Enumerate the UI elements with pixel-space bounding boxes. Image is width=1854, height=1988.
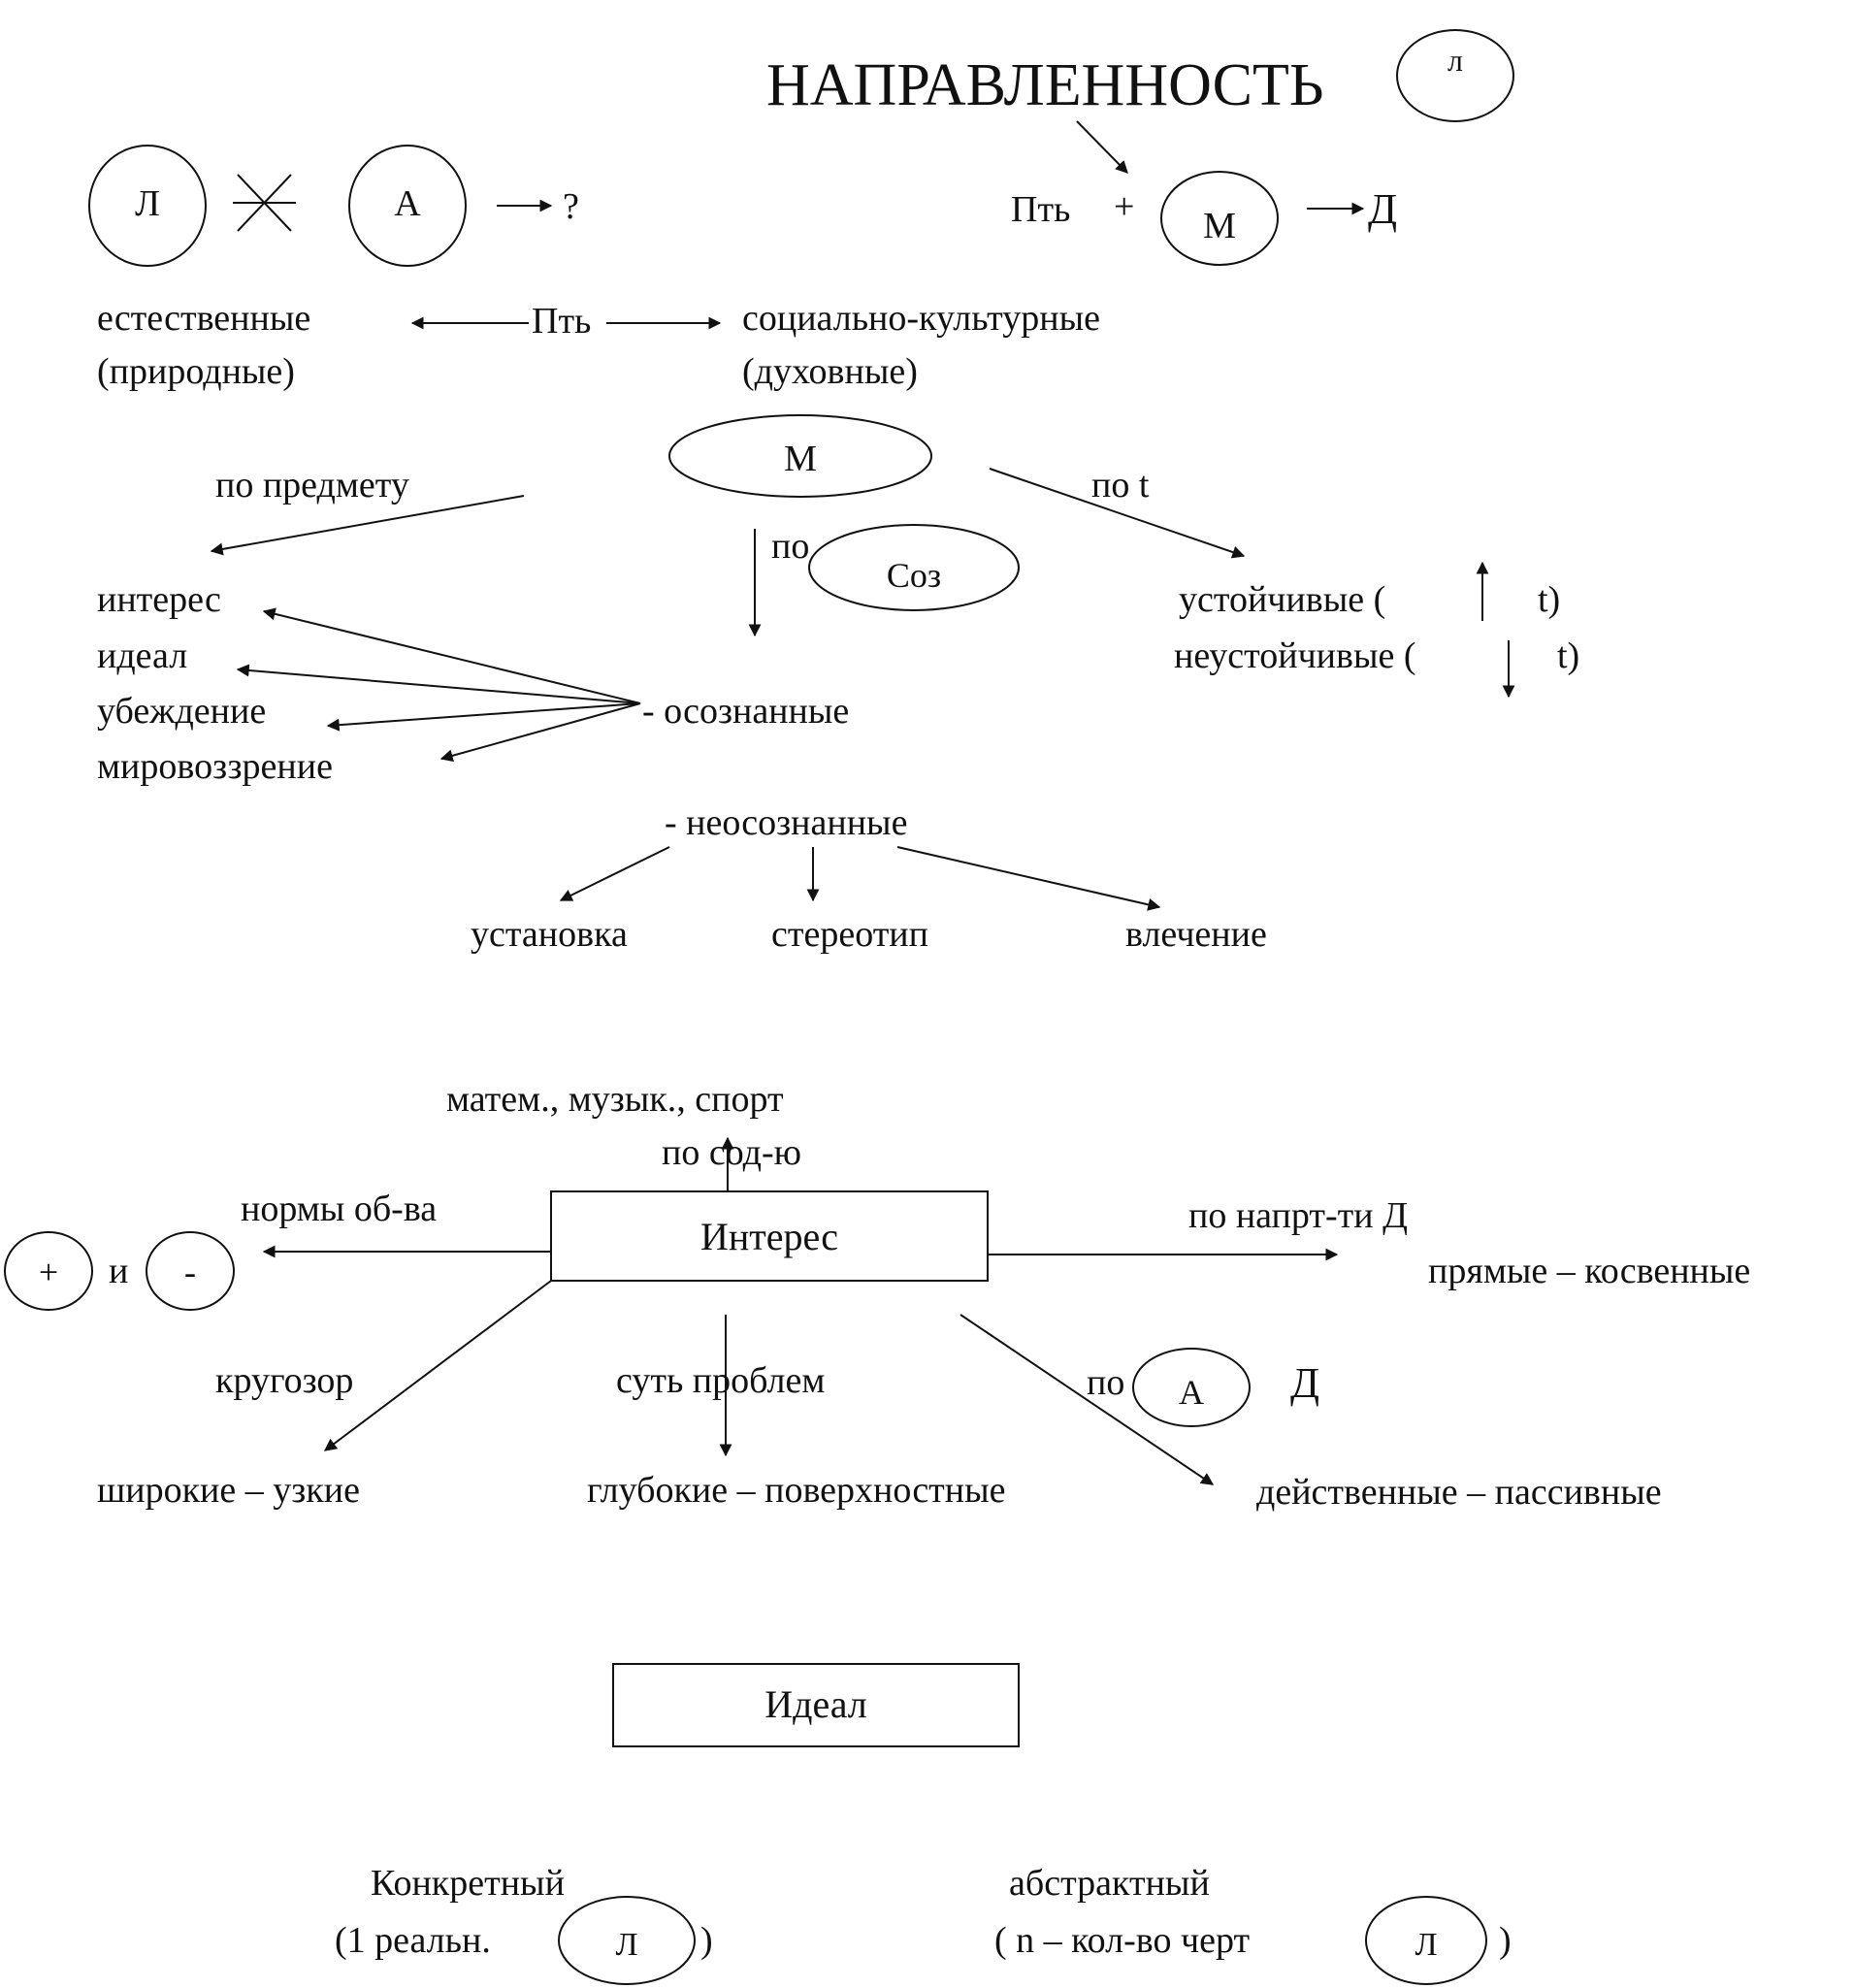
interest-box-label: Интерес (700, 1215, 838, 1258)
by-content-label: по сод-ю (662, 1132, 801, 1173)
by-time-label: по t (1091, 465, 1150, 505)
conscious-arrow-belief (326, 702, 641, 732)
and-label: и (109, 1251, 128, 1291)
norms-label: нормы об-ва (241, 1189, 437, 1229)
unconscious-arrow-attitude (559, 846, 670, 901)
needs-social-line2: (духовные) (742, 351, 918, 392)
needs-natural-line1: естественные (97, 298, 310, 339)
unconscious-arrow-drive (896, 846, 1161, 911)
conscious-arrow-interest (262, 607, 641, 704)
unconscious-label: - неосознанные (665, 802, 907, 843)
direct-indirect-label: прямые – косвенные (1428, 1251, 1750, 1291)
activity-circle-small (1132, 1348, 1251, 1427)
deep-shallow-label: глубокие – поверхностные (587, 1470, 1006, 1511)
concrete-note: (1 реальн. (335, 1920, 491, 1961)
problems-label: суть проблем (616, 1360, 825, 1401)
content-examples: матем., музык., спорт (446, 1079, 784, 1120)
conscious-item-interest: интерес (97, 579, 221, 620)
unstable-t: t) (1557, 636, 1579, 676)
stable-t: t) (1538, 579, 1560, 620)
needs-social-line1: социально-культурные (742, 298, 1100, 339)
awareness-label: Соз (887, 556, 941, 595)
positive-label: + (39, 1253, 58, 1291)
conscious-arrow-ideal (236, 664, 641, 704)
concrete-label: Конкретный (371, 1863, 565, 1904)
abstract-personality-label: Л (1415, 1927, 1437, 1963)
by-subject-label: по предмету (215, 465, 409, 505)
direction-label: по напрт-ти Д (1188, 1195, 1408, 1236)
unstable-label: неустойчивые ( (1174, 636, 1416, 676)
activity-label: А (394, 183, 421, 224)
formula-plus: + (1114, 186, 1134, 227)
formula-activity: Д (1368, 185, 1397, 233)
conscious-arrow-worldview (439, 702, 641, 763)
personality-circle (88, 145, 207, 267)
by-activity-label: по (1087, 1362, 1124, 1403)
by-time-arrow (989, 468, 1246, 559)
conscious-item-worldview: мировоззрение (97, 746, 333, 787)
ideal-box (612, 1663, 1020, 1747)
negative-circle (146, 1231, 235, 1311)
positive-circle (4, 1231, 93, 1311)
by-subject-arrow (210, 495, 525, 556)
formula-need: Пть (1011, 189, 1070, 230)
needs-center: Пть (532, 301, 591, 342)
concrete-personality-circle (558, 1896, 696, 1985)
title-arrow (1076, 120, 1128, 174)
conscious-label: - осознанные (642, 691, 849, 732)
abstract-close: ) (1499, 1920, 1512, 1961)
title-circle (1396, 29, 1514, 122)
awareness-ellipse (808, 524, 1020, 611)
cross-symbol (233, 174, 296, 232)
horizon-label: кругозор (215, 1360, 353, 1401)
activity-circle-small-label: А (1179, 1373, 1204, 1412)
active-passive-label: действенные – пассивные (1256, 1472, 1662, 1513)
negative-label: - (184, 1253, 196, 1291)
interest-box (550, 1190, 989, 1282)
ideal-box-label: Идеал (764, 1682, 867, 1726)
wide-narrow-label: широкие – узкие (97, 1470, 360, 1511)
title: НАПРАВЛЕННОСТЬ (766, 52, 1323, 118)
needs-natural-line2: (природные) (97, 351, 295, 392)
abstract-personality-circle (1365, 1896, 1487, 1985)
formula-motive-circle (1160, 171, 1279, 266)
conscious-item-belief: убеждение (97, 691, 266, 732)
motive-label: М (784, 439, 817, 479)
by-activity-arrow (960, 1314, 1215, 1485)
activity-d-label: Д (1290, 1359, 1319, 1407)
abstract-note: ( n – кол-во черт (994, 1920, 1250, 1961)
unconscious-item-drive: влечение (1125, 914, 1267, 955)
unconscious-item-attitude: установка (471, 914, 628, 955)
personality-label: Л (135, 183, 160, 224)
concrete-close: ) (700, 1920, 713, 1961)
by-awareness-label: по (771, 526, 809, 567)
formula-motive-label: М (1203, 206, 1236, 246)
question-mark: ? (563, 186, 579, 227)
conscious-item-ideal: идеал (97, 636, 187, 676)
title-circle-label: л (1447, 43, 1463, 78)
motive-ellipse (668, 414, 932, 498)
concrete-personality-label: Л (615, 1927, 637, 1963)
activity-circle (348, 145, 467, 267)
unconscious-item-stereotype: стереотип (771, 914, 928, 955)
stable-label: устойчивые ( (1179, 579, 1385, 620)
abstract-label: абстрактный (1009, 1863, 1210, 1904)
horizon-arrow (323, 1280, 552, 1451)
